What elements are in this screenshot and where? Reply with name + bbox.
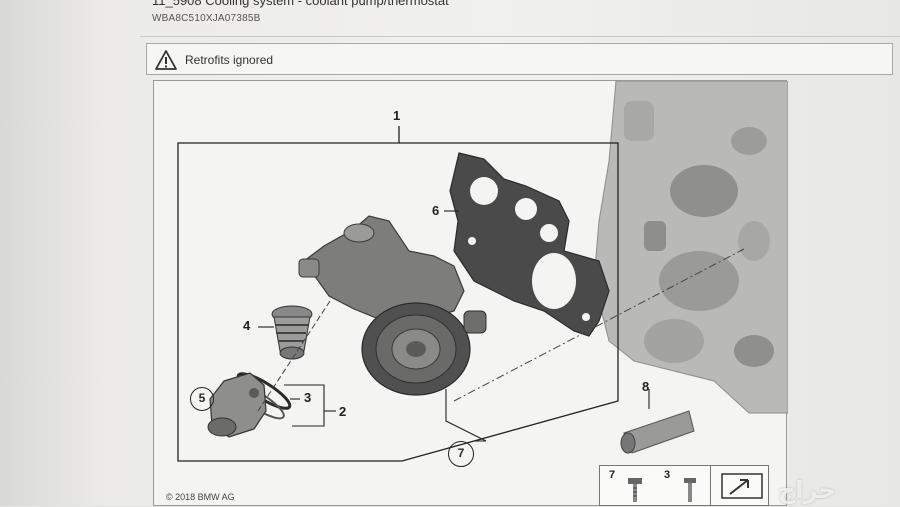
- gasket-illustration: [449, 152, 610, 337]
- vin-number: WBA8C510XJA07385B: [152, 13, 261, 24]
- callout-5[interactable]: 5: [190, 387, 214, 411]
- legend-divider: [710, 466, 711, 505]
- callout-5-label: 5: [198, 391, 206, 405]
- parts-diagram[interactable]: 1 2 3 4 6 8 5 7: [153, 80, 788, 506]
- housing-illustration: [207, 372, 267, 438]
- callout-7-label: 7: [457, 446, 465, 460]
- retrofit-notice: Retrofits ignored: [146, 43, 893, 75]
- engine-block-illustration: [593, 81, 788, 414]
- hardware-legend: 7 3: [599, 465, 769, 506]
- copyright: © 2018 BMW AG: [166, 492, 235, 502]
- screw-icon: [684, 478, 696, 502]
- thermostat-illustration: [271, 305, 313, 360]
- bolt-icon: [628, 478, 642, 502]
- callout-8[interactable]: 8: [642, 379, 650, 394]
- page-title: 11_5908 Cooling system - coolant pump/th…: [152, 0, 449, 8]
- callout-1[interactable]: 1: [393, 108, 401, 123]
- callout-3[interactable]: 3: [304, 390, 312, 405]
- legend-item-7: 7: [609, 469, 616, 481]
- notice-text: Retrofits ignored: [185, 53, 274, 67]
- callout-4[interactable]: 4: [243, 318, 251, 333]
- warning-icon: [155, 50, 177, 70]
- coolant-pump-illustration: [298, 215, 487, 396]
- callout-6[interactable]: 6: [432, 203, 440, 218]
- callout-7[interactable]: 7: [448, 441, 474, 467]
- direction-arrow-icon: [721, 473, 763, 499]
- callout-2[interactable]: 2: [339, 404, 347, 419]
- sealant-tube-illustration: [620, 389, 695, 454]
- divider: [140, 36, 900, 37]
- legend-item-3: 3: [664, 469, 671, 481]
- diagram-drawing: [177, 81, 788, 462]
- site-watermark: حراج: [778, 476, 836, 504]
